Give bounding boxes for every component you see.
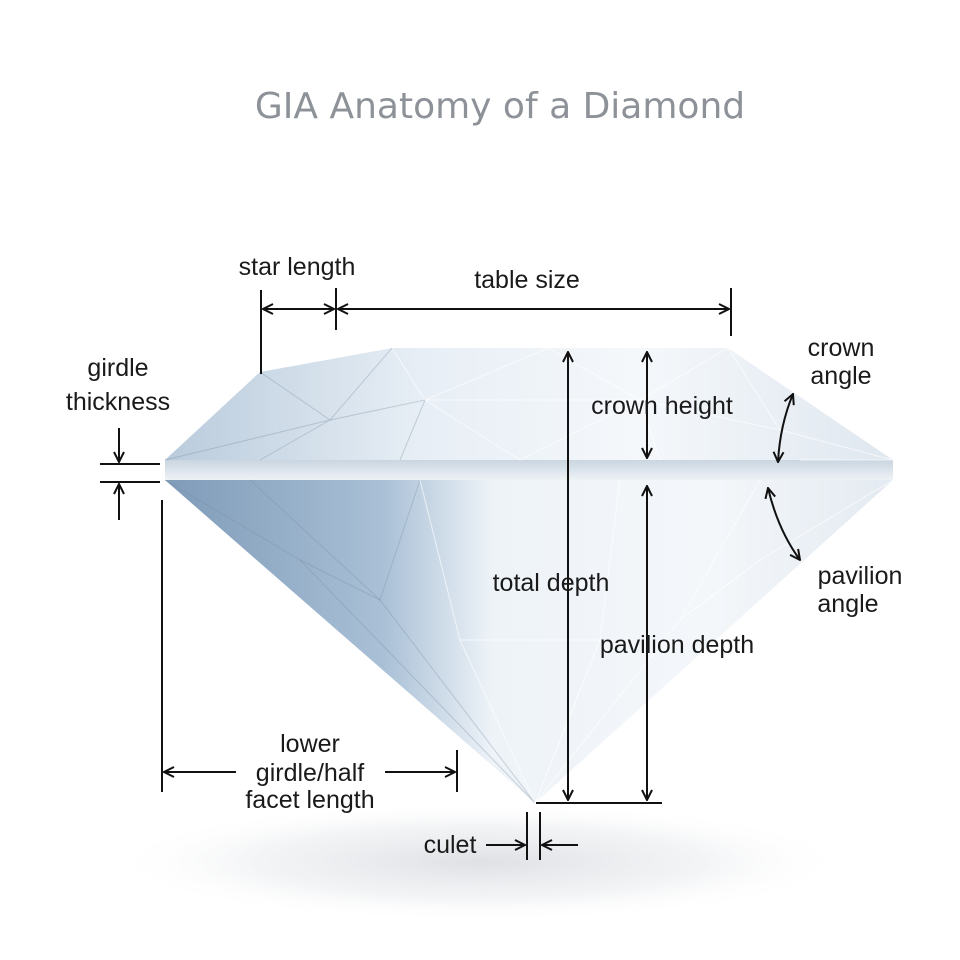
crown-angle-arc xyxy=(778,394,793,462)
lower-girdle-label-line1: lower xyxy=(280,730,340,758)
diamond-pavilion xyxy=(165,480,893,803)
annotations: star length table size girdle thickness … xyxy=(66,253,903,860)
page-title: GIA Anatomy of a Diamond xyxy=(255,86,745,127)
pavilion-facet xyxy=(679,479,894,621)
girdle-thickness-label-line1: girdle xyxy=(87,354,148,382)
pavilion-angle-label-line2: angle xyxy=(817,590,878,618)
diamond-crown xyxy=(165,348,893,460)
pavilion-facet xyxy=(249,479,536,804)
pavilion-angle-arc xyxy=(768,488,800,560)
girdle-thickness-label-line2: thickness xyxy=(66,388,170,416)
diamond-girdle xyxy=(165,460,893,480)
crown-facet xyxy=(164,419,331,461)
table-size-label: table size xyxy=(474,266,580,294)
lower-girdle-label-line2: girdle/half xyxy=(256,759,364,787)
crown-angle-label-line1: crown xyxy=(808,334,875,362)
crown-facet xyxy=(779,429,894,461)
pavilion-angle-label-line1: pavilion xyxy=(818,562,903,590)
diamond-illustration xyxy=(164,347,894,804)
crown-facet xyxy=(259,347,393,421)
total-depth-label: total depth xyxy=(493,569,610,597)
floor-shadow xyxy=(110,802,850,922)
lower-girdle-label-line3: facet length xyxy=(245,786,374,814)
pavilion-facet xyxy=(299,479,421,601)
crown-angle-label-line2: angle xyxy=(810,362,871,390)
star-length-label: star length xyxy=(239,253,356,281)
pavilion-depth-label: pavilion depth xyxy=(600,631,754,659)
pavilion-facet xyxy=(164,479,536,804)
crown-height-label: crown height xyxy=(591,392,733,420)
culet-label: culet xyxy=(424,831,477,859)
